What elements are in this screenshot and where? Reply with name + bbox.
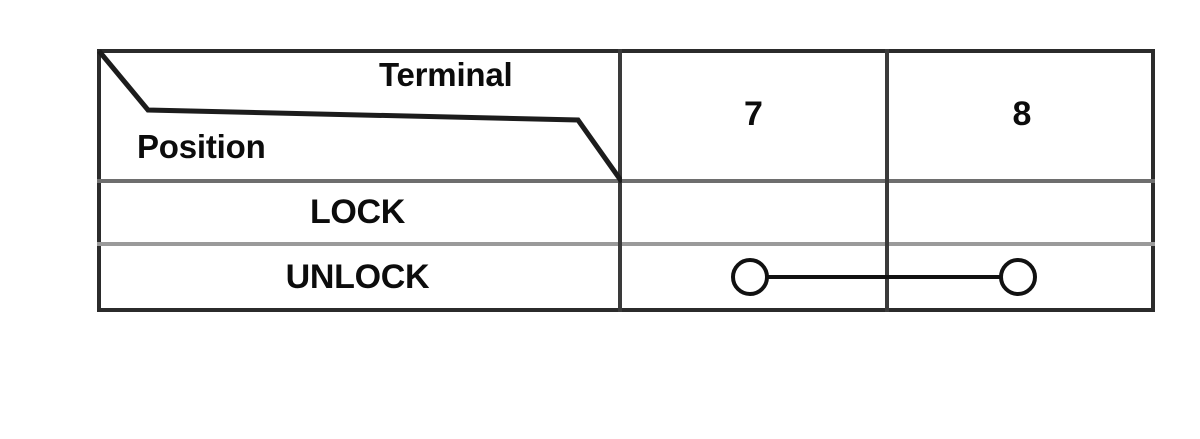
header-terminal-8: 8 <box>1012 94 1032 133</box>
terminal-continuity-table: Terminal Position 7 8 LOCK UNLOCK <box>97 49 1155 312</box>
row-label-unlock: UNLOCK <box>285 257 430 296</box>
row-label-lock: LOCK <box>309 193 406 231</box>
header-label-position: Position <box>137 128 266 165</box>
header-label-terminal: Terminal <box>379 56 513 93</box>
row-divider-header-lock <box>97 179 1155 183</box>
column-divider-terminal7-terminal8 <box>885 49 889 312</box>
header-terminal-7: 7 <box>744 94 763 133</box>
header-corner-cell: Terminal Position <box>97 49 622 184</box>
header-diagonal-divider-icon <box>97 49 622 184</box>
row-divider-lock-unlock <box>97 242 1155 246</box>
